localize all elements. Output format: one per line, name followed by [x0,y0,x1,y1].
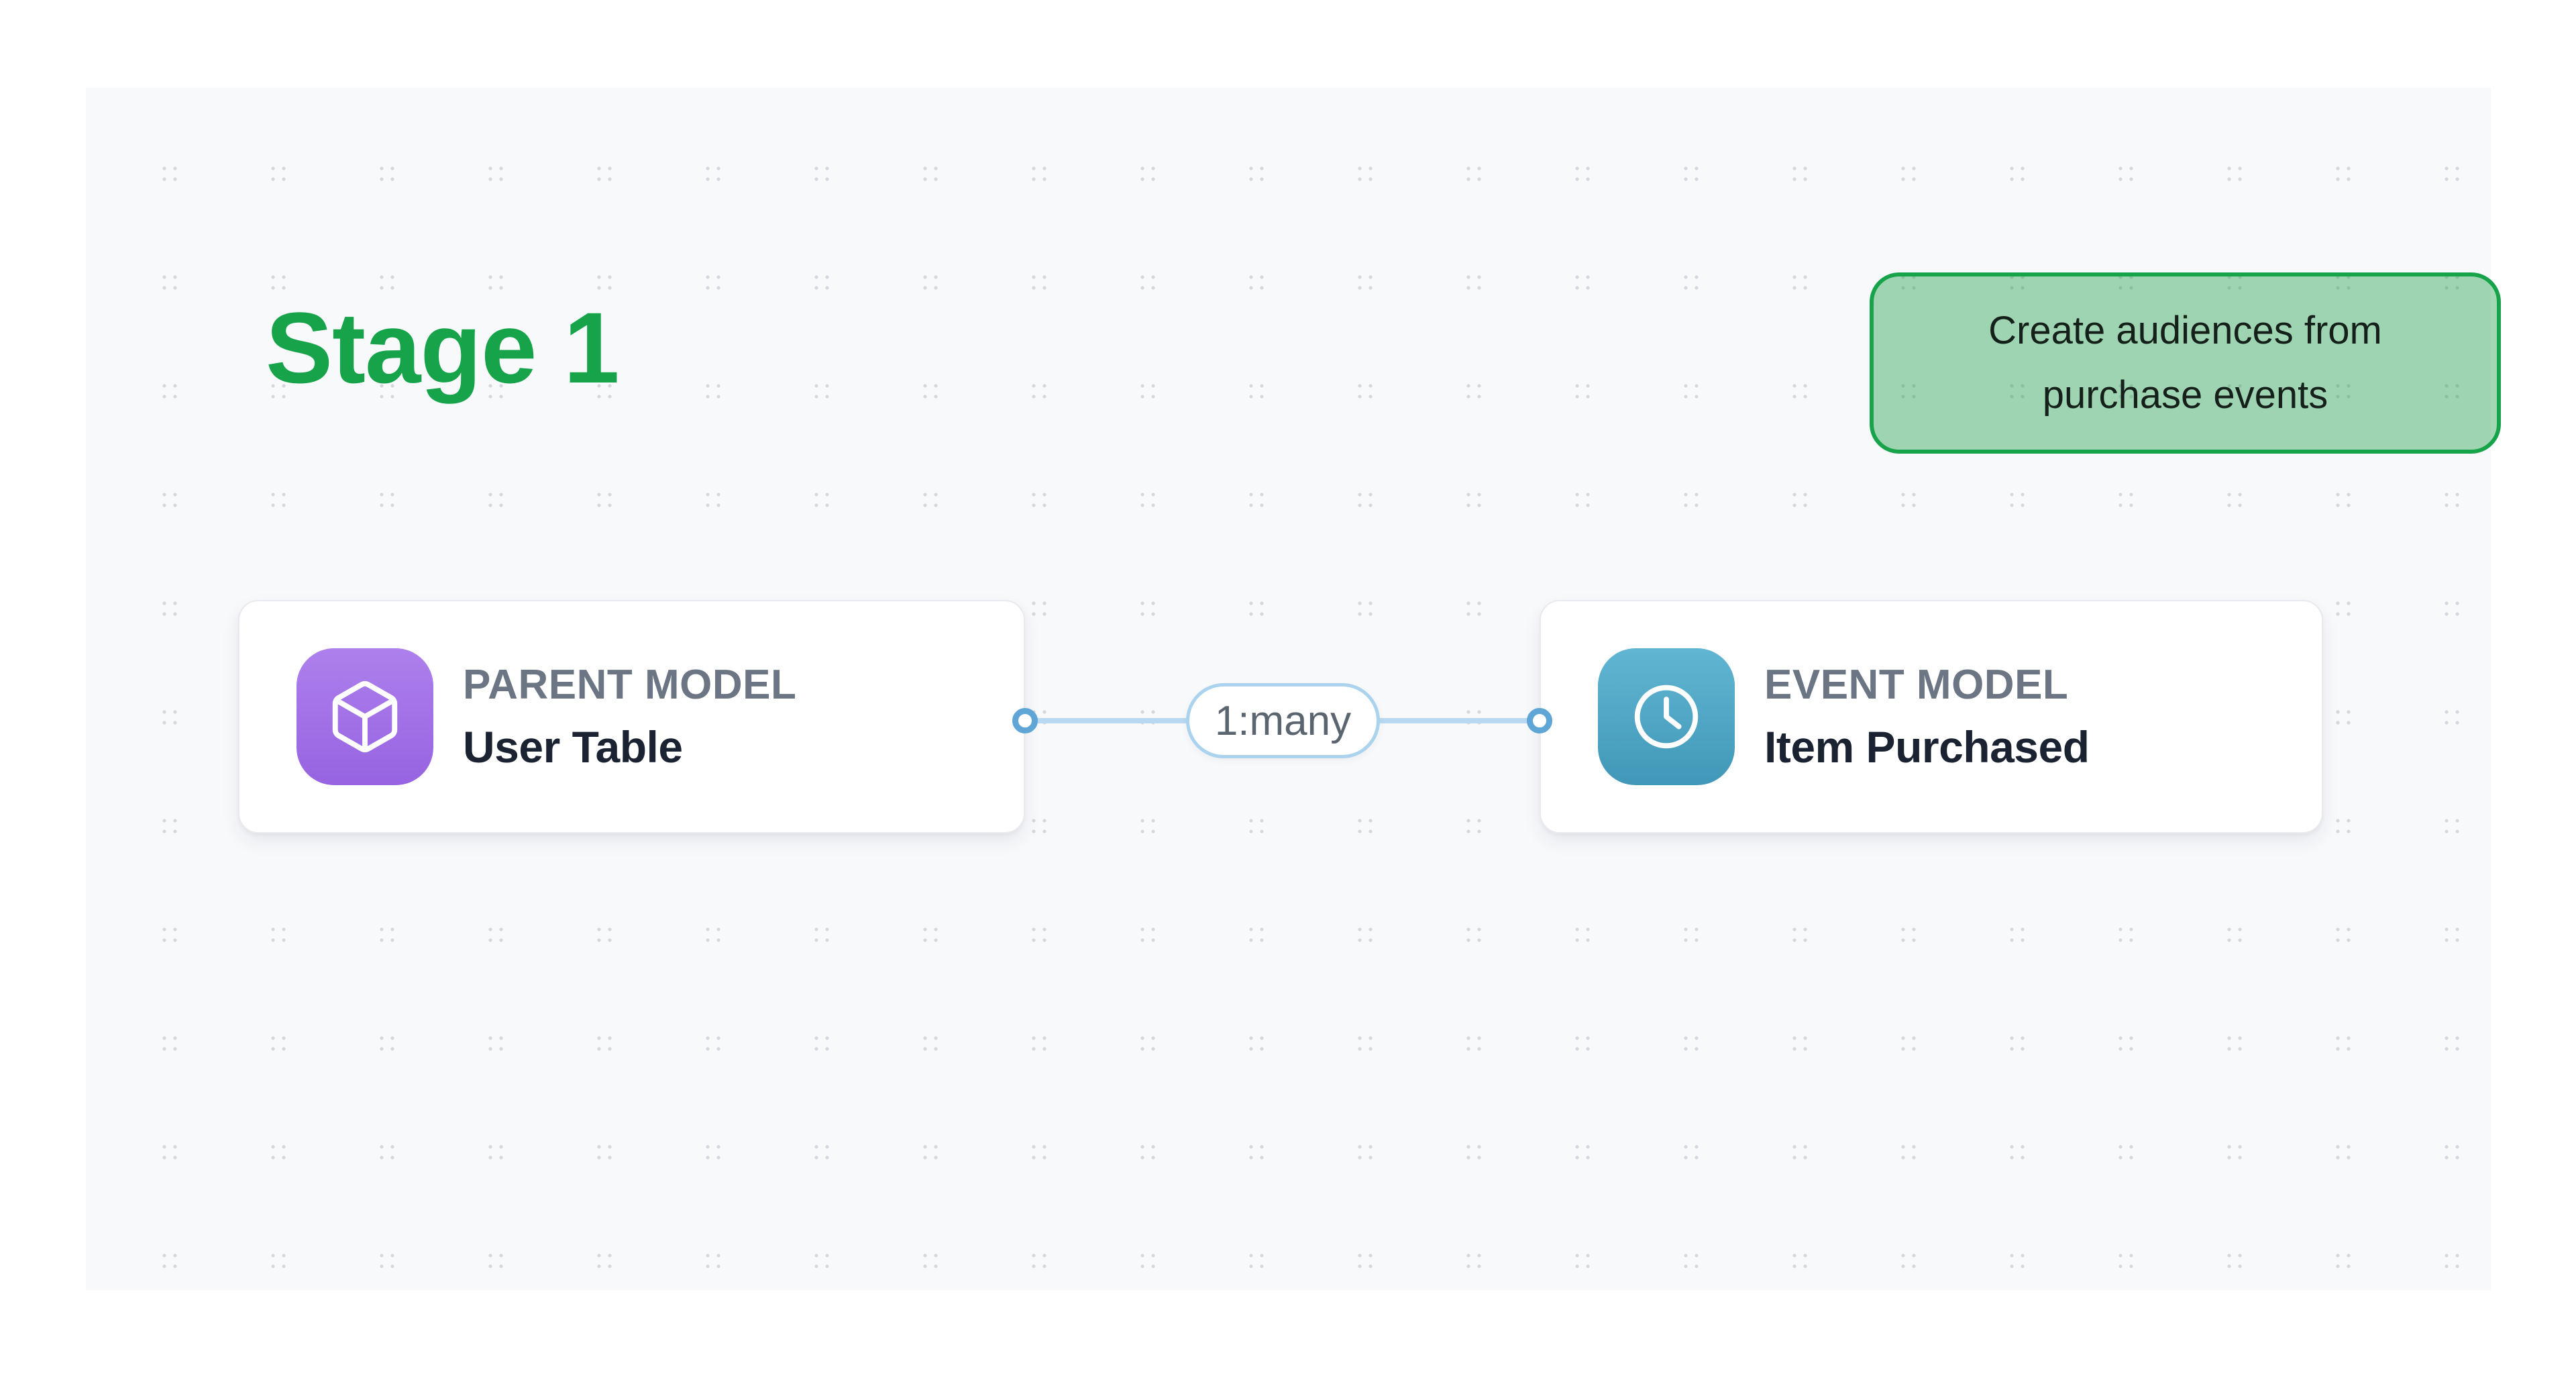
callout-note[interactable]: Create audiences from purchase events [1870,272,2501,454]
edge-relationship-badge[interactable]: 1:many [1186,683,1380,758]
box-icon [297,648,433,785]
clock-icon [1598,648,1735,785]
node-title: User Table [463,722,683,772]
node-title: Item Purchased [1764,722,2090,772]
edge-port-right[interactable] [1527,708,1552,733]
node-type-label: PARENT MODEL [463,662,797,708]
node-type-label: EVENT MODEL [1764,662,2069,708]
callout-text-line: Create audiences from [1988,309,2382,352]
node-text-block: EVENT MODEL Item Purchased [1764,662,2090,772]
node-event-model[interactable]: EVENT MODEL Item Purchased [1540,600,2323,833]
callout-text-line: purchase events [2042,373,2328,417]
stage-title: Stage 1 [266,291,620,404]
edge-port-left[interactable] [1012,708,1038,733]
node-parent-model[interactable]: PARENT MODEL User Table [238,600,1025,833]
node-text-block: PARENT MODEL User Table [463,662,797,772]
